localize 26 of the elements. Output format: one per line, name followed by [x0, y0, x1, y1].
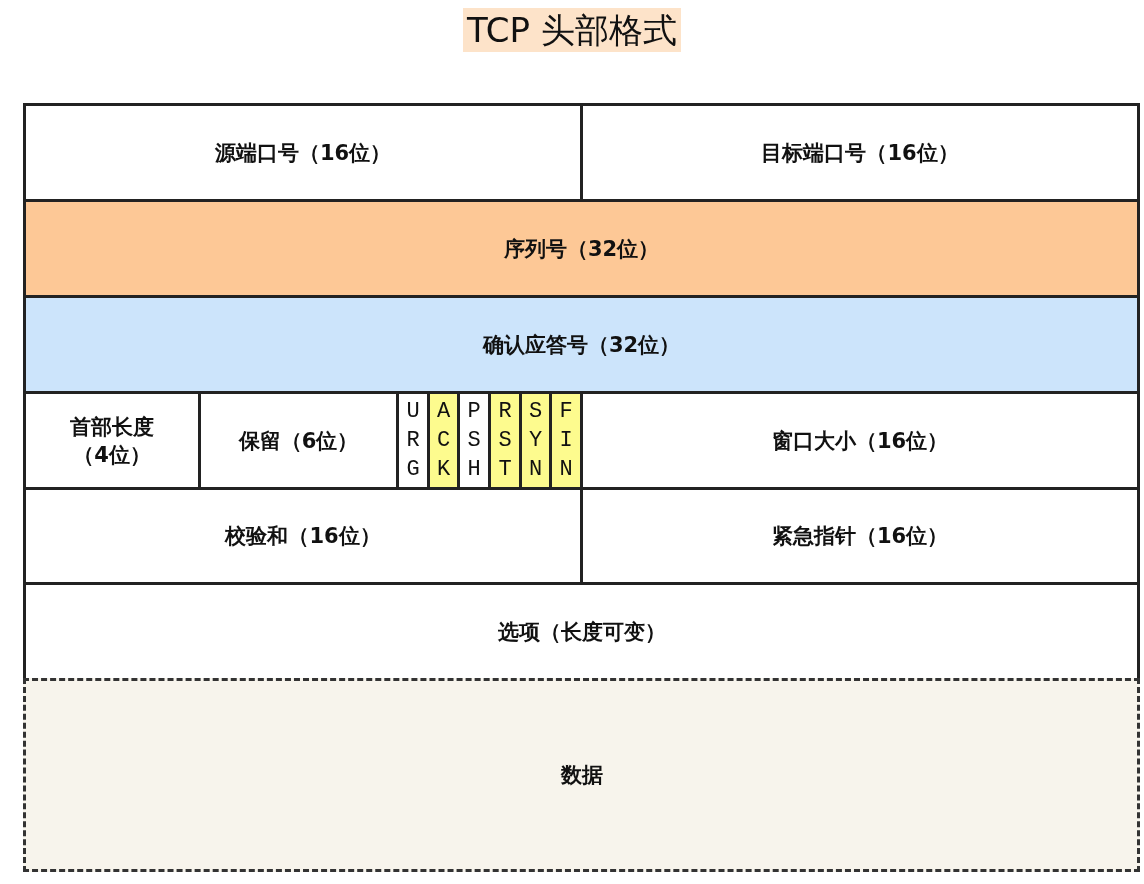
flag-label: FIN: [558, 398, 574, 484]
payload-label: 数据: [560, 762, 603, 789]
field-label: 序列号（32位）: [503, 235, 660, 263]
field-label: 窗口大小（16位）: [771, 427, 949, 455]
field-cell: [580, 103, 1140, 202]
field-label: 首部长度（4位）: [69, 413, 155, 469]
payload-area: [23, 678, 1140, 872]
field-label: 紧急指针（16位）: [771, 523, 949, 550]
field-cell: [23, 582, 1140, 681]
flag-cell: [549, 391, 583, 490]
field-label: 确认应答号（32位）: [482, 331, 681, 359]
flag-label: SYN: [527, 398, 544, 484]
field-cell: [23, 103, 583, 202]
flag-label: ACK: [435, 398, 452, 484]
field-label: 源端口号（16位）: [214, 139, 392, 167]
flag-label: PSH: [466, 398, 482, 484]
field-cell: [23, 295, 1140, 394]
field-label: 校验和（16位）: [225, 523, 381, 550]
flag-cell: [488, 391, 522, 490]
flag-label: URG: [405, 398, 421, 484]
field-label: 目标端口号（16位）: [761, 139, 959, 167]
field-label: 保留（6位）: [238, 427, 359, 455]
field-cell: [23, 199, 1140, 298]
flag-label: RST: [497, 398, 513, 484]
field-label: 选项（长度可变）: [497, 618, 666, 646]
diagram-title: TCP 头部格式: [463, 8, 681, 52]
